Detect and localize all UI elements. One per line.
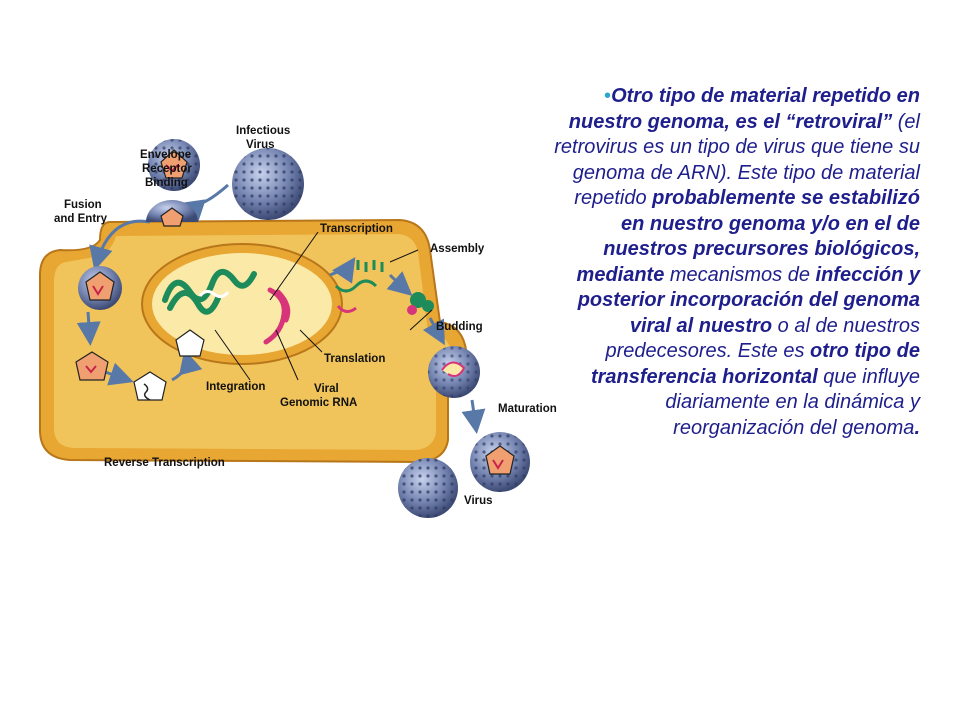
text-segment: probablemente se estabilizó en nuestro g… [576,187,920,286]
mature-virus [470,432,530,492]
label-envelope-receptor-binding: Envelope Receptor Binding [140,149,195,189]
reverse-transcription-capsid [133,371,167,401]
receptor-binding-virus [148,139,200,191]
pathway-arrows [76,183,486,434]
label-integration: Integration [206,381,265,393]
text-segment: (el retrovirus es un tipo de virus que t… [554,110,920,210]
text-segment: o al de nuestros predecesores. Este es [605,314,920,363]
text-segment: mecanismos de [669,263,816,286]
integrated-provirus-dna [198,289,230,299]
label-infectious-virus: Infectious Virus [236,125,294,151]
label-budding: Budding [436,321,483,333]
text-segment: otro tipo de transferencia horizontal [590,340,920,388]
explanatory-text-block: •Otro tipo de material repetido en nuest… [552,84,920,441]
text-segment: que influye diariamente en la dinámica y… [665,365,920,439]
label-assembly: Assembly [430,243,485,255]
infectious-virus-particle [232,148,304,220]
label-leader-lines [214,231,433,381]
assembly-cluster [407,292,434,315]
text-segment: . [914,416,920,439]
retrovirus-lifecycle-diagram: Infectious Virus Envelope Receptor Bindi… [39,125,557,518]
label-fusion-and-entry: Fusion and Entry [54,199,108,225]
host-dna [162,269,257,315]
label-maturation: Maturation [498,403,557,415]
label-viral-genomic-rna: Viral Genomic RNA [280,383,357,409]
text-segment: Otro tipo de material repetido en nuestr… [568,85,920,133]
released-virus [398,458,458,518]
label-reverse-transcription: Reverse Transcription [104,457,225,469]
nucleus [152,253,332,355]
label-translation: Translation [324,353,385,365]
viral-genomic-rna-strand [263,287,291,345]
label-transcription: Transcription [320,223,393,235]
label-virus: Virus [464,495,493,507]
bullet-marker: • [604,85,612,107]
budding-virus [428,346,480,398]
integration-capsid [175,329,205,357]
capsid-uncoating [75,351,109,381]
entry-capsid [78,266,122,310]
fusing-virus [146,200,198,227]
text-segment: infección y posterior incorporación del … [577,263,920,337]
